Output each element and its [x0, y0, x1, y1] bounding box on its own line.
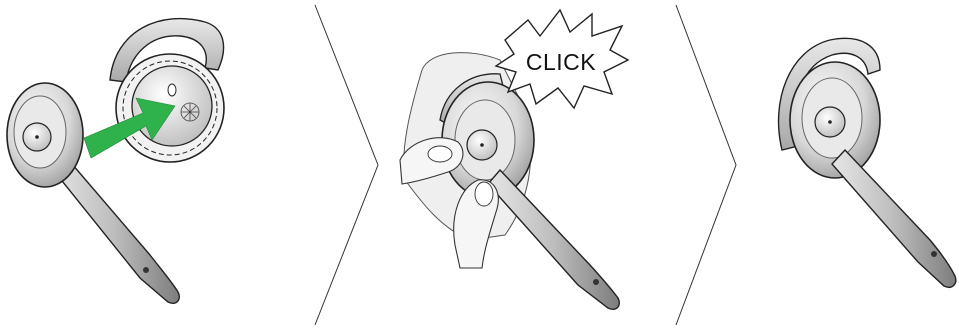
insert-direction-arrow [83, 97, 176, 159]
click-callout-burst [494, 8, 630, 110]
step-3-panel [777, 37, 957, 288]
click-label: CLICK [526, 49, 596, 75]
boom-arm [487, 168, 620, 310]
boom-arm [831, 148, 957, 288]
boom-arm [49, 148, 180, 304]
boom-hinge [143, 267, 149, 273]
step-separator-chevron-1 [314, 4, 379, 326]
step-1-panel [6, 18, 225, 304]
ear-hook [109, 18, 225, 83]
step-2-panel: CLICK [399, 8, 630, 310]
step-separator-chevron-2 [675, 4, 737, 326]
boom-hinge [593, 279, 599, 285]
boom-hinge [931, 251, 937, 257]
